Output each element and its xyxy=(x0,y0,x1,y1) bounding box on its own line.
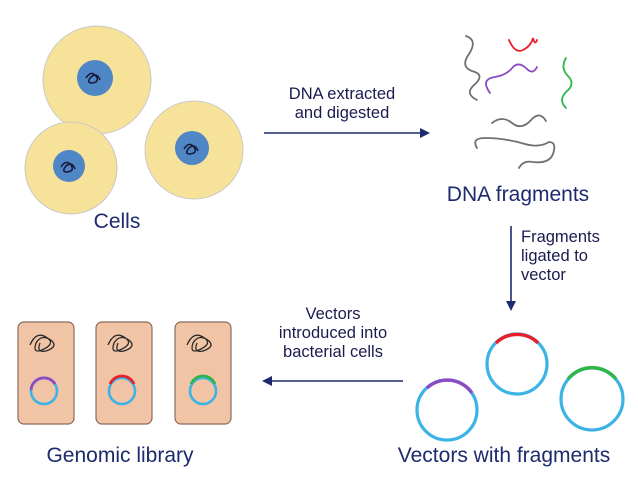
cell-top xyxy=(42,25,152,135)
label-genomic-library: Genomic library xyxy=(46,444,194,467)
label-step-ligate-line1: Fragments xyxy=(521,228,600,246)
label-step-extract: DNA extracted and digested xyxy=(262,85,422,123)
vector-purple xyxy=(415,378,479,442)
label-dna-fragments: DNA fragments xyxy=(446,183,590,206)
label-step-introduce-line1: Vectors xyxy=(305,305,361,323)
label-step-ligate-line2: ligated to xyxy=(521,246,588,265)
cell-right xyxy=(144,100,244,200)
cell-left xyxy=(24,121,118,215)
label-step-introduce: Vectors introduced into bacterial cells xyxy=(258,305,408,362)
label-step-ligate: Fragments ligated to vector xyxy=(521,228,631,285)
label-step-introduce-line2: introduced into xyxy=(278,323,388,342)
vector-red xyxy=(485,332,549,396)
label-cells: Cells xyxy=(93,210,141,233)
label-step-extract-line2: and digested xyxy=(294,103,390,122)
label-step-introduce-line3: bacterial cells xyxy=(283,342,383,361)
label-step-extract-line1: DNA extracted xyxy=(288,85,396,103)
bacterium-purple xyxy=(17,321,75,425)
label-step-ligate-line3: vector xyxy=(521,265,566,284)
label-vectors-with-fragments: Vectors with fragments xyxy=(397,444,611,467)
bacterium-red xyxy=(95,321,153,425)
dna-fragments xyxy=(464,35,573,169)
vector-green xyxy=(559,365,625,432)
bacterium-green xyxy=(174,321,232,425)
